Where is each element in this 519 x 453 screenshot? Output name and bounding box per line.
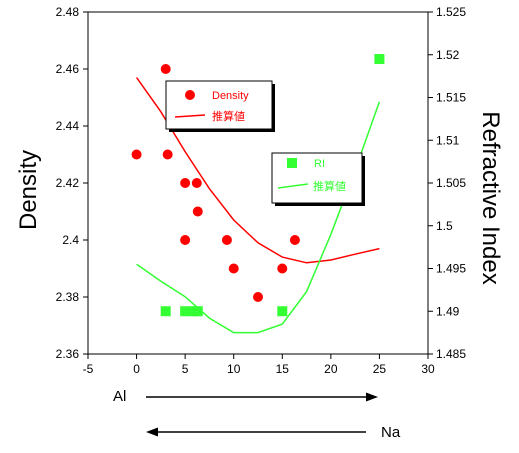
density-point [253,292,263,302]
legend-ri-label: RI [314,158,325,170]
x-tick-label: 20 [324,362,338,376]
legend-density-label: Density [212,90,249,102]
left-tick-label: 2.36 [56,347,80,361]
legend-density-fit-label: 推算値 [212,109,245,123]
density-point [180,178,191,188]
left-tick-label: 2.38 [56,290,80,304]
left-axis-title: Density [15,150,42,230]
legend-density: Density 推算値 [165,80,275,132]
ri-point [180,306,191,317]
density-point [277,263,288,274]
right-tick-label: 1.515 [436,91,466,105]
na-arrow [146,427,366,437]
right-tick-label: 1.485 [436,347,466,361]
legend-ri-fit-line [277,183,309,189]
legend-density-marker [185,90,195,100]
x-axis-ticks: -5 0 5 10 15 20 25 30 [83,354,435,376]
ri-point [192,306,203,317]
legend-ri-marker [287,158,297,168]
x-tick-label: 5 [182,362,189,376]
left-tick-label: 2.46 [56,62,80,76]
x-tick-label: 15 [276,362,290,376]
al-arrow [146,392,378,402]
right-axis-title: Refractive Index [477,111,504,284]
right-tick-label: 1.505 [436,176,466,190]
left-tick-label: 2.42 [56,176,80,190]
left-tick-label: 2.48 [56,5,80,19]
fit-curve-series-1 [135,77,380,264]
right-axis-ticks: 1.485 1.49 1.495 1.5 1.505 1.51 1.515 1.52 1.525 [428,5,466,361]
points [131,54,385,317]
x-tick-label: 0 [133,362,140,376]
right-tick-label: 1.52 [436,48,460,62]
right-tick-label: 1.525 [436,5,466,19]
density-point [160,64,171,74]
right-tick-label: 1.495 [436,262,466,276]
legend-ri: RI 推算値 [271,152,365,206]
x-tick-label: -5 [83,362,94,376]
density-point [192,206,203,217]
x-tick-label: 30 [421,362,435,376]
density-point [191,178,202,188]
right-tick-label: 1.51 [436,133,460,147]
ri-point [277,306,288,317]
density-point [221,235,232,245]
ri-point [374,54,385,65]
x-tick-label: 10 [227,362,241,376]
density-point [228,263,239,274]
na-label: Na [381,424,401,441]
density-point [289,235,300,245]
curves [135,77,381,334]
left-axis-ticks: 2.36 2.38 2.4 2.42 2.44 2.46 2.48 [56,5,88,361]
right-tick-label: 1.5 [436,219,453,233]
legend-density-fit-line [174,114,206,118]
density-point [162,149,173,160]
left-tick-label: 2.44 [56,119,80,133]
legend-ri-fit-label: 推算値 [313,179,346,193]
density-point [131,149,142,160]
x-tick-label: 25 [373,362,387,376]
density-point [180,235,191,245]
ri-point [160,306,171,317]
al-label: Al [113,388,126,405]
left-tick-label: 2.4 [62,233,79,247]
right-tick-label: 1.49 [436,304,460,318]
fit-curve-series-3 [136,101,381,334]
